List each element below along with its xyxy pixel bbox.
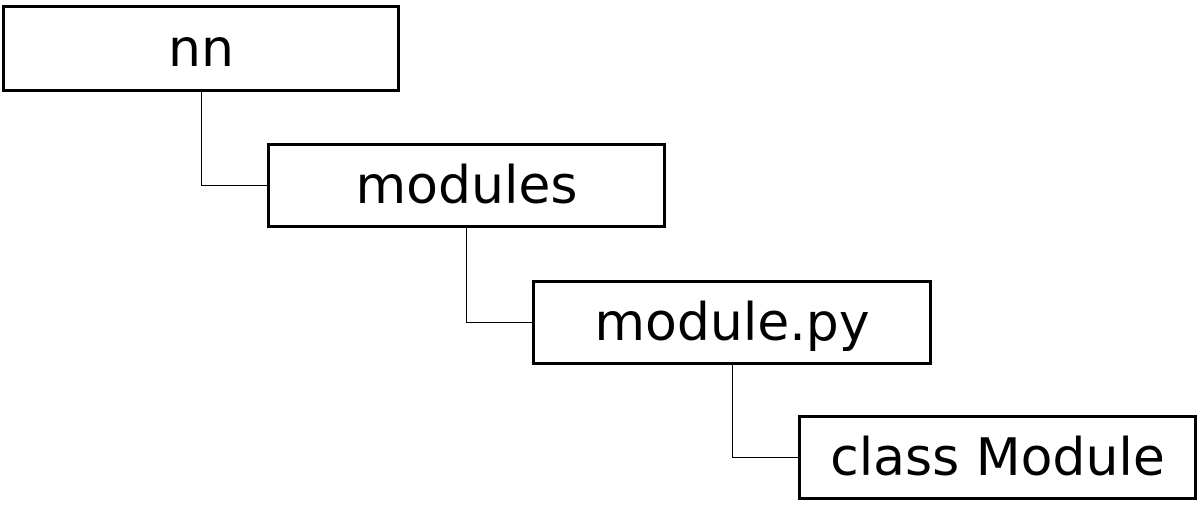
node-nn: nn bbox=[2, 5, 400, 92]
connector-nn-to-modules bbox=[201, 92, 267, 186]
node-modules-label: modules bbox=[355, 155, 578, 216]
connector-module-py-to-class-module bbox=[732, 365, 798, 458]
node-modules: modules bbox=[267, 143, 666, 228]
node-module-py-label: module.py bbox=[594, 292, 870, 353]
node-module-py: module.py bbox=[532, 280, 932, 365]
node-class-module-label: class Module bbox=[830, 427, 1165, 488]
node-class-module: class Module bbox=[798, 415, 1197, 500]
connector-modules-to-module-py bbox=[466, 228, 532, 323]
node-nn-label: nn bbox=[168, 18, 234, 79]
